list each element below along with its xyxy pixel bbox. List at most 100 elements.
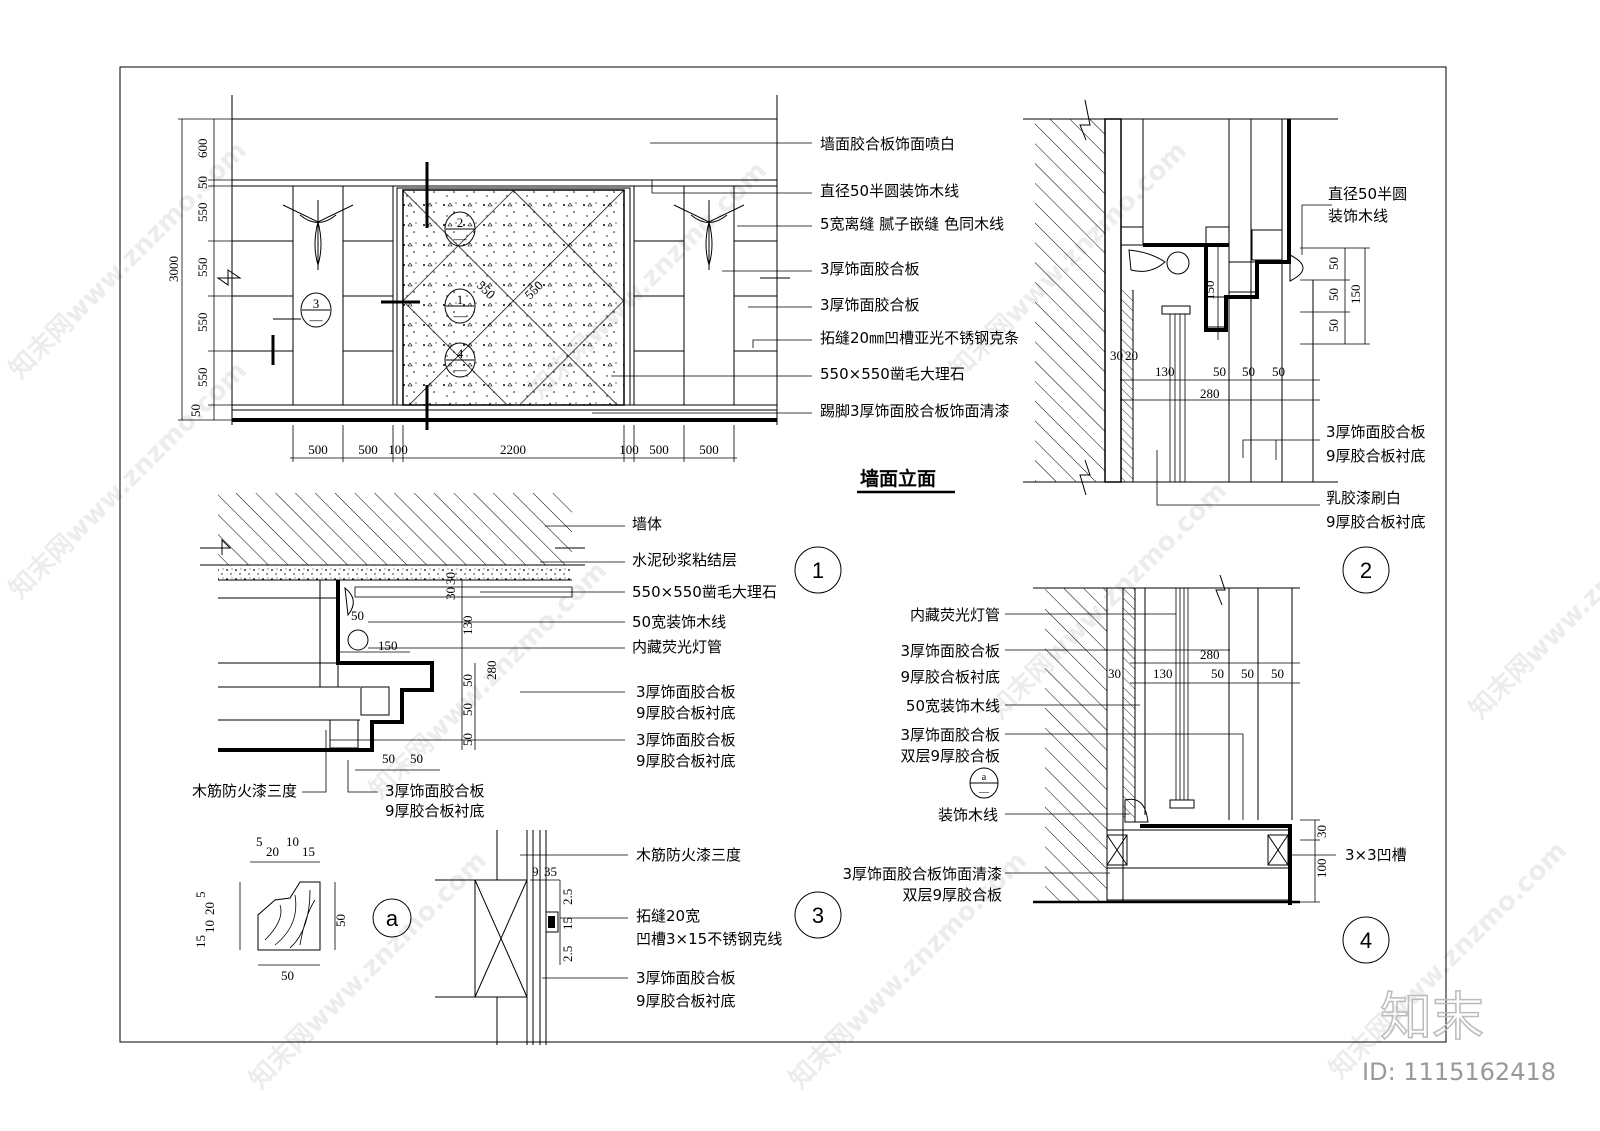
detail-4-section: 280 30 130 50 50 50 30 100 内藏荧光灯管 3厚饰面胶合… (842, 574, 1407, 905)
section-callout-a[interactable]: a — (969, 767, 999, 799)
annotation-label: 9厚胶合板衬底 (900, 668, 1000, 686)
detail-number-text: 1 (812, 558, 824, 583)
dim-label: 550 (195, 313, 210, 333)
dim-label: 50 (1211, 666, 1224, 681)
annotation-label: 直径50半圆 (1328, 185, 1407, 203)
watermark-text: 知末网www.znzmo.com (4, 136, 253, 385)
dim-label: 600 (195, 139, 210, 159)
section-callout-3[interactable]: 3 — (273, 292, 332, 328)
watermark-text: 知末网www.znzmo.com (984, 476, 1233, 725)
dim-label: 50 (281, 968, 294, 983)
callout-number: a (982, 772, 987, 783)
annotation-label: 墙面胶合板饰面喷白 (820, 135, 955, 153)
dim-label: 15 (302, 844, 315, 859)
wall-sconce-icon (282, 200, 354, 270)
dim-label: 100 (619, 442, 639, 457)
annotation-label: 50宽装饰木线 (906, 697, 1000, 715)
dim-label: 30 (443, 587, 458, 600)
callout-sheet: — (309, 312, 324, 327)
dim-label: 50 (188, 404, 203, 417)
dim-label: 500 (308, 442, 328, 457)
dim-label: 50 (1241, 666, 1254, 681)
annotation-label: 装饰木线 (938, 806, 998, 824)
section-callout-4[interactable]: 4 — (444, 342, 476, 378)
dim-label: 50 (1326, 257, 1341, 270)
dim-label: 30 (1108, 666, 1121, 681)
dim-label: 130 (1155, 364, 1175, 379)
section-callout-1[interactable]: 1 — (444, 288, 476, 324)
annotation-label: 9厚胶合板衬底 (636, 752, 736, 770)
drawing-id: ID: 1115162418 (1362, 1058, 1556, 1086)
annotation-label: 拓缝20㎜凹槽亚光不锈钢克条 (820, 329, 1019, 347)
annotation-label: 550×550凿毛大理石 (632, 583, 777, 601)
callout-number: 3 (313, 296, 320, 311)
dim-label: 500 (649, 442, 669, 457)
annotation-label: 木筋防火漆三度 (192, 782, 297, 800)
annotation-label: 双层9厚胶合板 (902, 886, 1002, 904)
detail-number-1: 1 (794, 546, 842, 594)
detail-number-text: 2 (1360, 558, 1372, 583)
watermark-text: 知末网www.znzmo.com (784, 846, 1033, 1095)
annotation-label: 3厚饰面胶合板 (820, 260, 920, 278)
dim-total: 3000 (166, 256, 181, 282)
profile-a-detail: 5 20 10 15 5 20 15 10 50 50 a (193, 834, 412, 983)
callout-number: 2 (457, 215, 464, 230)
annotation-label: 装饰木线 (1328, 207, 1388, 225)
annotation-label: 3厚饰面胶合板 (385, 782, 485, 800)
dim-label: 50 (195, 176, 210, 189)
annotation-label: 3厚饰面胶合板 (820, 296, 920, 314)
dim-label: 20 (1125, 348, 1138, 363)
watermark-text: 知末网www.znzmo.com (1464, 476, 1600, 725)
dim-label: 550 (195, 258, 210, 278)
dim-label: 30 (1110, 348, 1123, 363)
annotation-label: 3×3凹槽 (1345, 846, 1407, 864)
detail-number-3: 3 (794, 891, 842, 939)
callout-number: 1 (457, 292, 464, 307)
dim-label: 50 (1272, 364, 1285, 379)
detail-3-section: 9 35 2.5 15 2.5 木筋防火漆三度 拓缝20宽 凹槽3×15不锈钢克… (435, 830, 782, 1045)
annotation-label: 3厚饰面胶合板 (636, 731, 736, 749)
annotation-label: 直径50半圆装饰木线 (820, 182, 959, 200)
dim-label: 50 (382, 751, 395, 766)
annotation-label: 550×550凿毛大理石 (820, 365, 965, 383)
dim-label: 2200 (500, 442, 526, 457)
dim-label: 30 (1314, 825, 1329, 838)
dim-label: 5 (256, 834, 263, 849)
annotation-label: 9厚胶合板衬底 (1326, 447, 1426, 465)
dim-label: 280 (1200, 647, 1220, 662)
dim-label: 50 (1271, 666, 1284, 681)
dim-label: 9 (532, 864, 539, 879)
elevation-dimensions-horizontal: 500 500 100 2200 100 500 500 (290, 425, 737, 462)
dim-label: 50 (1242, 364, 1255, 379)
dim-label: 50 (1213, 364, 1226, 379)
dim-label: 50 (1326, 319, 1341, 332)
dim-label: 15 (193, 935, 208, 948)
annotation-label: 50宽装饰木线 (632, 613, 726, 631)
annotation-label: 9厚胶合板衬底 (636, 992, 736, 1010)
elevation-annotations: 墙面胶合板饰面喷白 直径50半圆装饰木线 5宽离缝 腻子嵌缝 色同木线 3厚饰面… (592, 135, 1019, 420)
sheet-border (119, 66, 1447, 1043)
annotation-label: 水泥砂浆粘结层 (632, 551, 737, 569)
dim-label: 2.5 (560, 889, 575, 905)
dim-label: 500 (699, 442, 719, 457)
dim-label: 35 (544, 864, 557, 879)
dim-label: 15 (560, 917, 575, 930)
detail-number-text: 4 (1360, 928, 1372, 953)
dim-label: 100 (1314, 859, 1329, 879)
drawing-title: 墙面立面 (860, 467, 936, 490)
detail-2-section: 50 50 50 150 150 30 20 130 50 50 50 280 … (1023, 99, 1426, 531)
dim-label: 280 (1200, 386, 1220, 401)
dim-label: 30 (443, 572, 458, 585)
dim-label: 50 (333, 914, 348, 927)
annotation-label: 拓缝20宽 (636, 907, 700, 925)
annotation-label: 3厚饰面胶合板 (636, 969, 736, 987)
wall-elevation: 2 — 1 — 4 — 3 — 550 550 (216, 95, 790, 430)
detail-number-text: 3 (812, 903, 824, 928)
section-callout-2[interactable]: 2 — (444, 211, 476, 247)
annotation-label: 乳胶漆刷白 (1326, 489, 1401, 507)
dim-label: 10 (202, 920, 217, 933)
dim-label: 150 (1202, 281, 1217, 301)
dim-label: 20 (202, 902, 217, 915)
dim-label: 50 (460, 703, 475, 716)
